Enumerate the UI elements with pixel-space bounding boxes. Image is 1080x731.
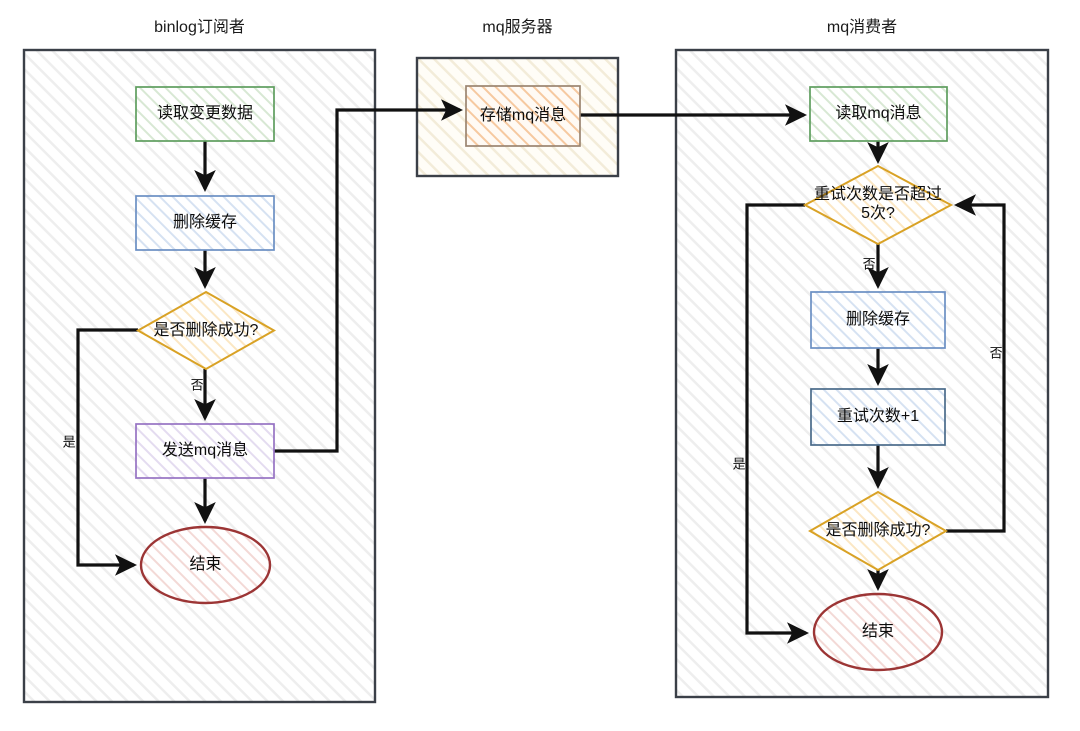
node-send-mq-message[interactable] [135,423,275,479]
node-retry-over-5[interactable] [802,164,954,246]
connector-decision-no-loop-to-retry [946,194,1006,533]
node-delete-cache-right[interactable] [810,291,946,349]
connector-decision-yes-to-end [76,328,138,576]
node-store-mq-message[interactable] [465,85,581,147]
node-end-left[interactable] [139,525,272,605]
node-retry-count-plus-1[interactable] [810,388,946,446]
connector-sendmq-to-store [274,99,463,453]
node-delete-success-left[interactable] [135,290,277,371]
node-read-change-data[interactable] [135,86,275,142]
swimlane-mq-consumer [674,48,1050,699]
node-delete-success-right[interactable] [807,490,949,572]
node-read-mq-message[interactable] [809,86,948,142]
node-end-right[interactable] [812,592,944,672]
connector-retry-yes-to-end [745,203,809,644]
node-delete-cache-left[interactable] [135,195,275,251]
